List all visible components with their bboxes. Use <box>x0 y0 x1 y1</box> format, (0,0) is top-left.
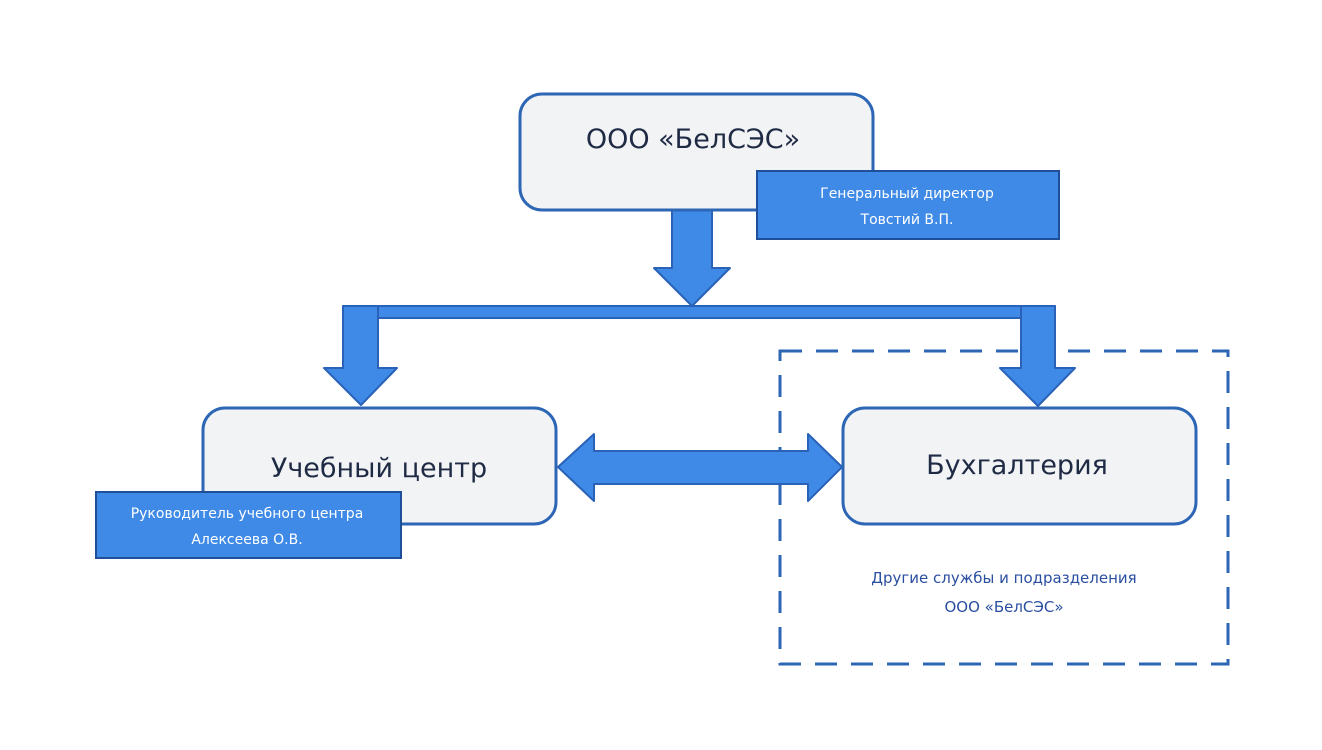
node-accounting-title: Бухгалтерия <box>926 450 1108 481</box>
label-director-position: Генеральный директор <box>820 186 994 202</box>
arrow-down-main <box>653 209 731 307</box>
node-company-title: ООО «БелСЭС» <box>586 124 800 155</box>
label-director-name: Товстий В.П. <box>860 212 954 228</box>
arrow-bidirectional <box>557 433 843 502</box>
other-services-line1: Другие службы и подразделения <box>871 569 1136 587</box>
other-services-line2: ООО «БелСЭС» <box>944 598 1063 616</box>
node-training-center-title: Учебный центр <box>271 453 487 484</box>
label-training-center-head-name: Алексеева О.В. <box>191 532 302 548</box>
label-training-center-head-position: Руководитель учебного центра <box>131 506 364 522</box>
other-services-group <box>778 349 1230 666</box>
label-training-center-head <box>95 491 402 559</box>
arrow-down-training-center <box>323 305 398 406</box>
connector-horizontal-bar <box>342 305 1056 319</box>
arrow-down-accounting <box>999 305 1076 407</box>
node-accounting <box>841 406 1198 526</box>
label-director <box>756 170 1060 240</box>
